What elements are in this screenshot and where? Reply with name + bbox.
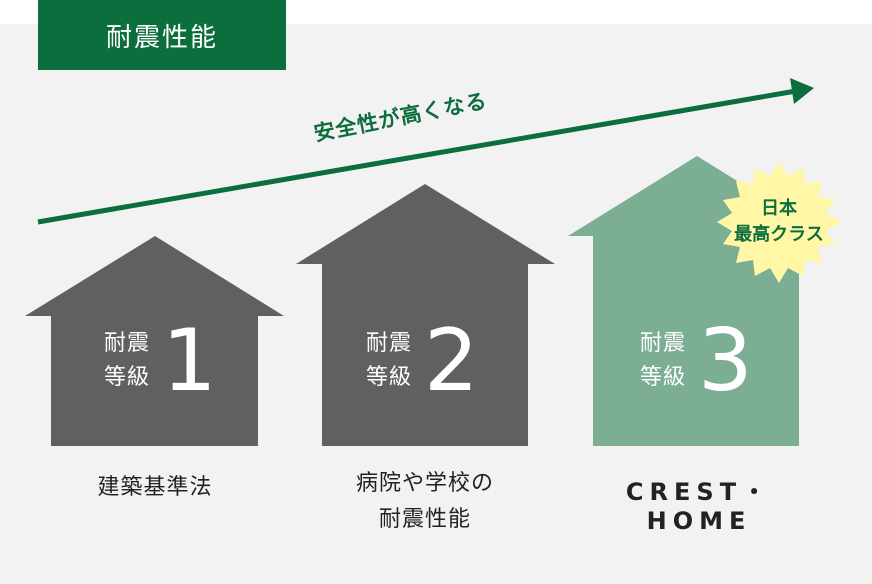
page-title: 耐震性能 [38,0,286,70]
house-3-caption-brand: CREST・HOME [625,478,773,535]
house-1-shape [25,236,284,446]
house-3-grade-number: 3 [698,311,753,411]
safety-arrow-head [790,78,814,104]
safety-arrow-line [37,88,797,225]
house-3-label: 耐震 等級 3 [640,318,753,404]
house-1-caption: 建築基準法 [40,470,270,506]
house-1-kanji-bottom: 等級 [104,365,151,390]
house-2-grade-number: 2 [424,311,479,411]
house-1-label: 耐震 等級 1 [104,318,217,404]
house-1-caption-line1: 建築基準法 [97,475,213,500]
house-1-kanji-top: 耐震 [104,331,151,356]
house-1-grade-number: 1 [162,311,217,411]
starburst-line1: 日本 [761,198,797,219]
house-2-label: 耐震 等級 2 [366,318,479,404]
house-2-caption-line1: 病院や学校の [355,471,494,496]
house-2-caption: 病院や学校の 耐震性能 [310,466,540,538]
house-2-caption-line2: 耐震性能 [378,507,471,532]
house-2-kanji-top: 耐震 [366,331,413,356]
house-3-kanji-top: 耐震 [640,331,687,356]
starburst-line2: 最高クラス [734,224,824,245]
starburst-badge [717,161,841,283]
house-2-kanji-bottom: 等級 [366,365,413,390]
house-2-shape [296,184,555,446]
house-3-kanji-bottom: 等級 [640,365,687,390]
starburst-text: 日本 最高クラス [729,196,829,248]
